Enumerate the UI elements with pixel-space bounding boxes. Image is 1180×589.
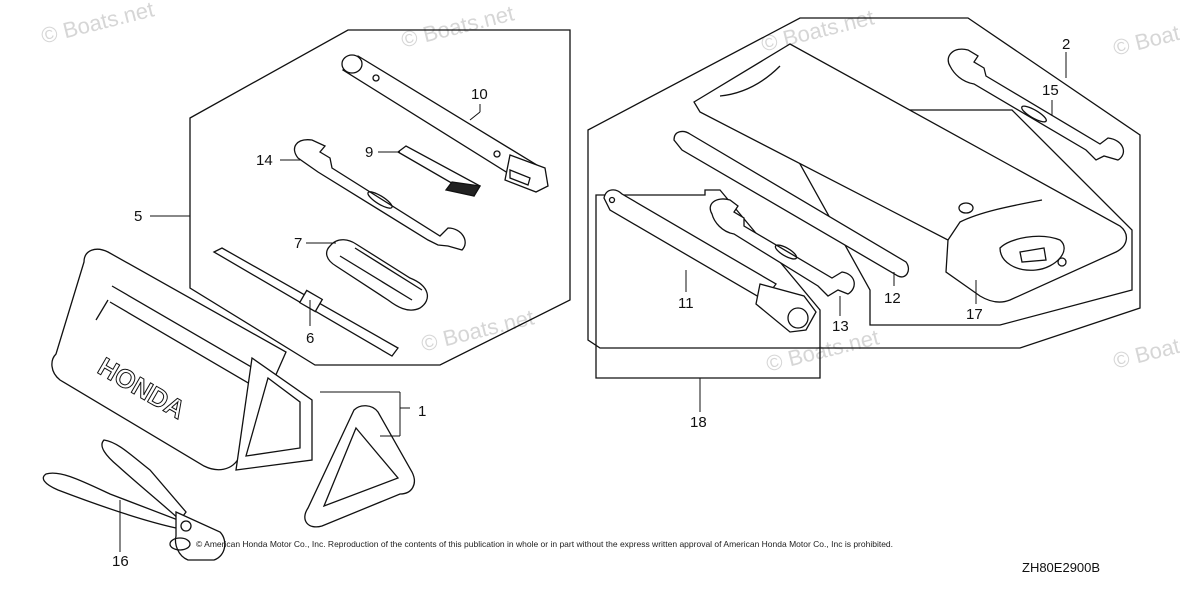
callout-5: 5 — [134, 208, 143, 225]
tool-case-1 — [51, 248, 415, 528]
rod-12 — [673, 130, 910, 278]
callout-1: 1 — [418, 403, 427, 420]
pliers-16 — [42, 439, 226, 561]
group-outline-5 — [189, 29, 571, 366]
tool-roll-17 — [693, 43, 1127, 303]
callout-18: 18 — [690, 414, 707, 431]
callout-10: 10 — [471, 86, 488, 103]
socket-wrench-11 — [603, 189, 817, 333]
group-outline-17 — [768, 109, 1133, 326]
callout-15: 15 — [1042, 82, 1059, 99]
callout-12: 12 — [884, 290, 901, 307]
copyright-notice: © American Honda Motor Co., Inc. Reprodu… — [196, 539, 894, 549]
callout-11: 11 — [678, 295, 694, 312]
wrench-13 — [709, 198, 855, 297]
callout-16: 16 — [112, 553, 129, 570]
leader-lines — [119, 52, 1067, 552]
screwdriver-7 — [325, 239, 429, 311]
callout-2: 2 — [1062, 36, 1071, 53]
wrench-15 — [947, 48, 1125, 161]
wrench-14 — [293, 139, 466, 251]
callout-6: 6 — [306, 330, 315, 347]
diagram-code: ZH80E2900B — [1022, 560, 1101, 575]
screwdriver-shaft-6 — [212, 247, 399, 357]
group-outline-2 — [587, 17, 1141, 349]
screwdriver-blade-9 — [396, 145, 482, 197]
callout-13: 13 — [832, 318, 849, 335]
callout-9: 9 — [365, 144, 374, 161]
callout-7: 7 — [294, 235, 303, 252]
callout-17: 17 — [966, 306, 983, 323]
callout-14: 14 — [256, 152, 273, 169]
box-wrench-10 — [341, 54, 549, 193]
